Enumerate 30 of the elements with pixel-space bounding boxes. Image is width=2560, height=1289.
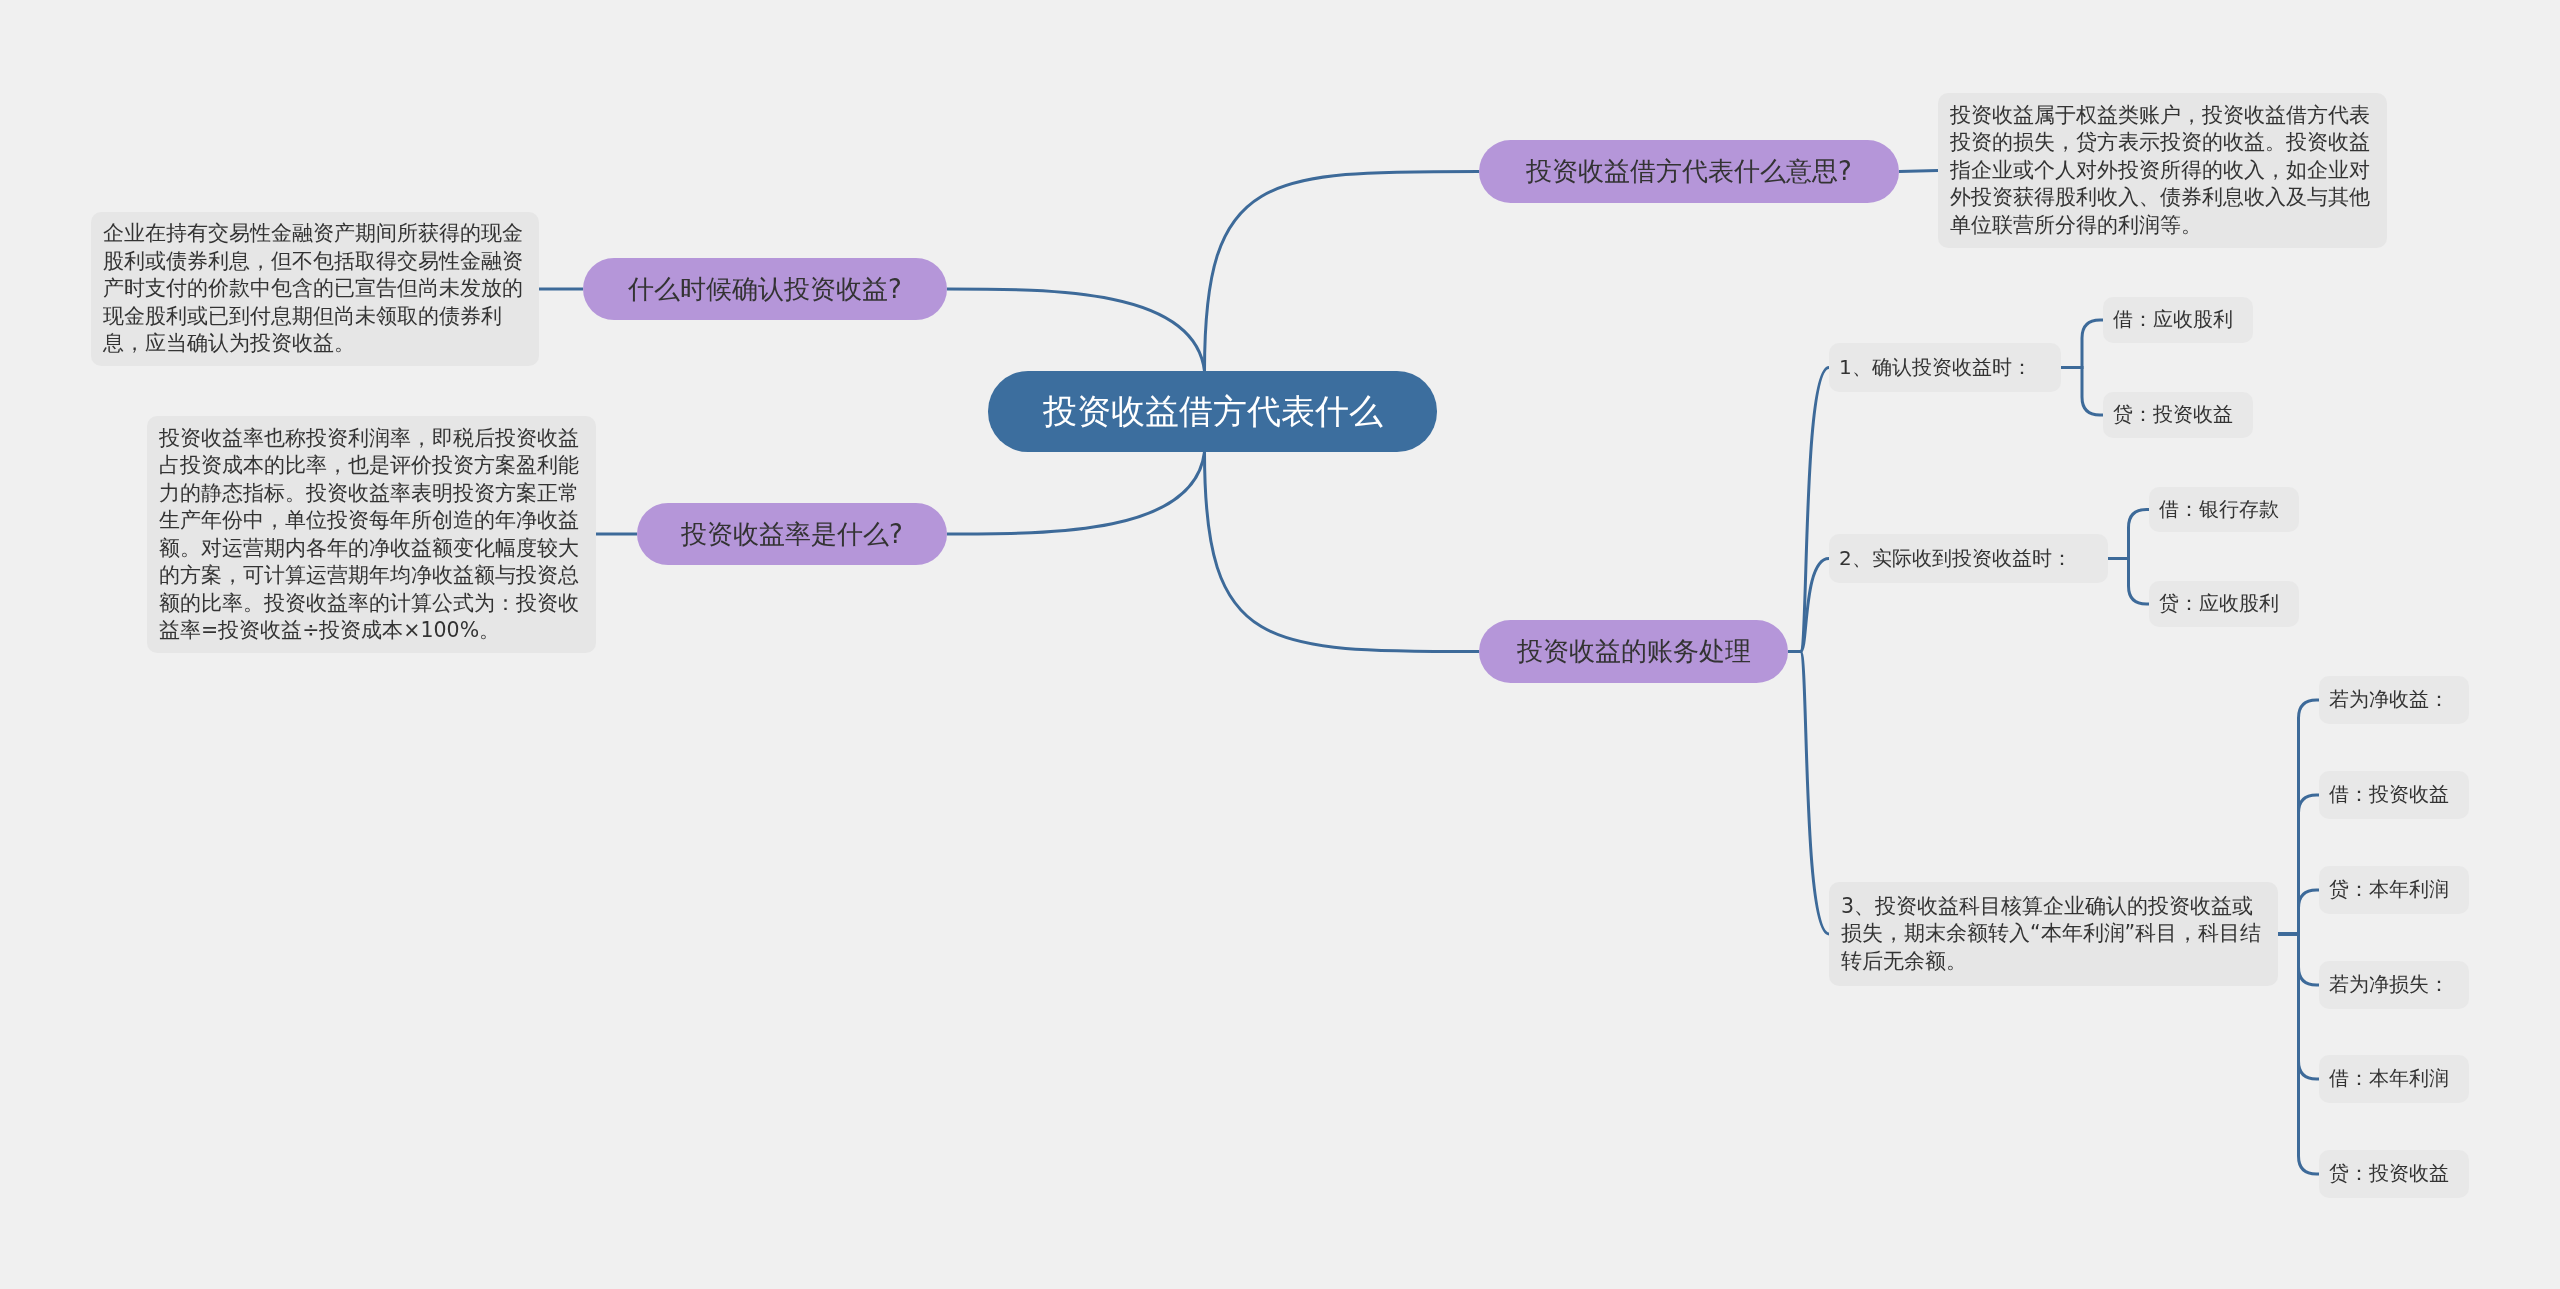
topic-pill: 什么时候确认投资收益? [583,258,947,320]
connector-line [947,451,1206,536]
topic-pill: 投资收益借方代表什么意思? [1479,140,1899,203]
subtopic-box: 借：本年利润 [2319,1055,2469,1103]
subtopic-box: 若为净收益： [2319,676,2469,724]
connector-line [1788,650,1831,936]
subtopic-box: 若为净损失： [2319,961,2469,1009]
note-box: 3、投资收益科目核算企业确认的投资收益或损失，期末余额转入“本年利润”科目，科目结转后无余额。 [1829,882,2278,986]
topic-pill: 投资收益的账务处理 [1479,620,1788,683]
central-topic: 投资收益借方代表什么 [988,371,1437,452]
note-box: 企业在持有交易性金融资产期间所获得的现金股利或债券利息，但不包括取得交易性金融资产时支付的价款中包含的已宣告但尚未发放的现金股利或已到付息期但尚未领取的债券利息，应当确认为投资收益。 [91,212,539,366]
topic-pill: 投资收益率是什么? [637,503,947,565]
subtopic-box: 2、实际收到投资收益时： [1829,534,2108,583]
connector-line [1898,169,1939,173]
connector-line [947,287,1206,372]
note-box: 投资收益属于权益类账户，投资收益借方代表投资的损失，贷方表示投资的收益。投资收益指企业或个人对外投资所得的收入，如企业对外投资获得股利收入、债券利息收入及与其他单位联营所分得的利润等。 [1938,93,2387,248]
connector-line [596,532,637,536]
connector-line [539,287,583,291]
subtopic-box: 借：投资收益 [2319,771,2469,819]
subtopic-box: 借：应收股利 [2103,297,2253,343]
subtopic-box: 贷：投资收益 [2103,392,2253,438]
subtopic-box: 贷：投资收益 [2319,1150,2469,1198]
connector-line [2061,366,2103,417]
subtopic-box: 1、确认投资收益时： [1829,343,2061,392]
connector-line [1203,451,1479,653]
connector-line [2108,557,2149,606]
note-box: 投资收益率也称投资利润率，即税后投资收益占投资成本的比率，也是评价投资方案盈利能力的静态指标。投资收益率表明投资方案正常生产年份中，单位投资每年所创造的年净收益额。对运营期内各年的净收益额变化幅度较大的方案，可计算运营期年均净收益额与投资总额的比率。投资收益率的计算公式为：投资收益率=投资收益÷投资成本×100%。 [147,416,596,653]
subtopic-box: 贷：本年利润 [2319,866,2469,914]
subtopic-box: 借：银行存款 [2149,487,2299,532]
subtopic-box: 贷：应收股利 [2149,581,2299,627]
